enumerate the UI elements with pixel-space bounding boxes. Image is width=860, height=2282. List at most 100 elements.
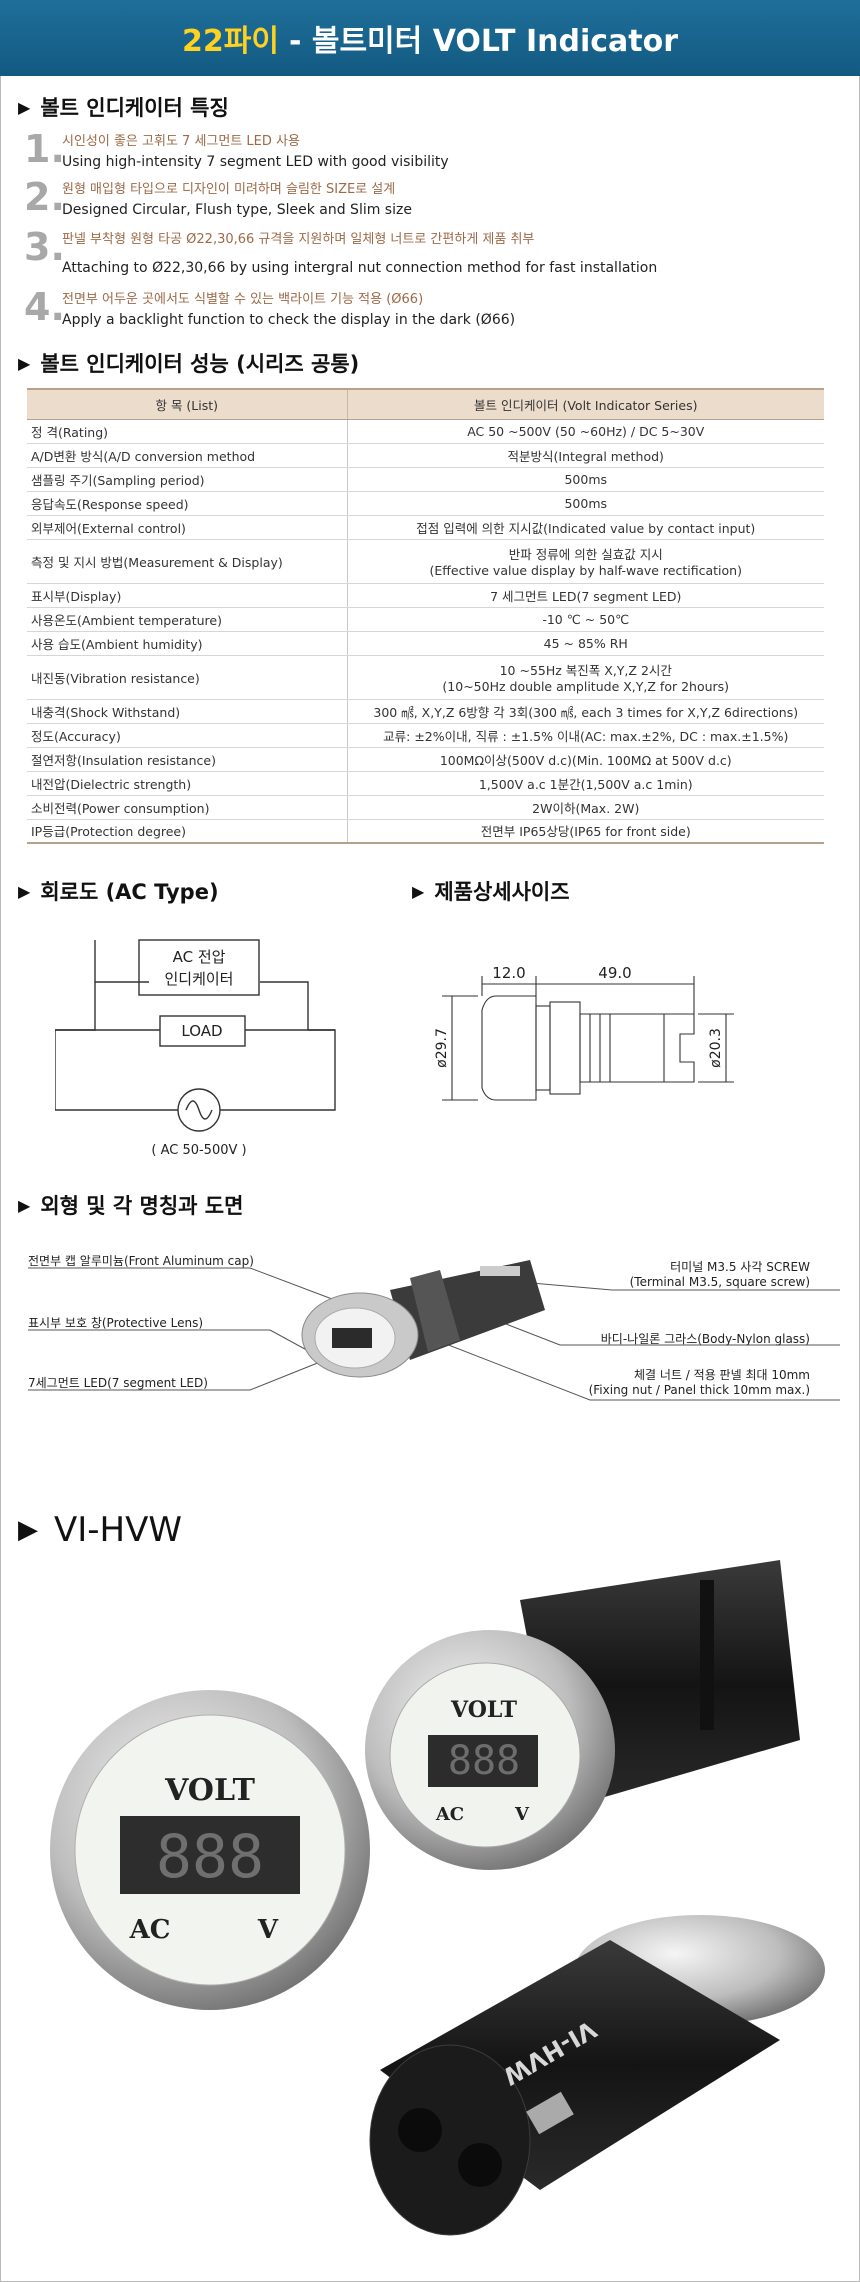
dim-body-label: 49.0 — [598, 964, 631, 982]
table-row: 정 격(Rating)AC 50 ~500V (50 ~60Hz) / DC 5… — [27, 419, 824, 444]
row-key: 절연저항(Insulation resistance) — [27, 747, 348, 772]
led-window — [332, 1328, 372, 1348]
feature-ko: 판넬 부착형 원형 타공 Ø22,30,66 규격을 지원하며 일체형 너트로 … — [62, 232, 535, 247]
part-label-terminal: 터미널 M3.5 사각 SCREW (Terminal M3.5, square… — [630, 1258, 810, 1289]
leader-line — [249, 1267, 341, 1303]
body — [579, 1013, 665, 1083]
dim-body-dia-label: ø20.3 — [708, 1028, 724, 1068]
part-label-led: 7세그먼트 LED(7 segment LED) — [28, 1376, 208, 1390]
row-key: 외부제어(External control) — [27, 515, 348, 540]
dim-cap-dia-label: ø29.7 — [434, 1028, 450, 1068]
indicator-label-1: AC 전압 — [173, 948, 226, 966]
page-banner: 22파이 - 볼트미터 VOLT Indicator — [0, 0, 860, 76]
row-value: 7 세그먼트 LED(7 segment LED) — [347, 583, 824, 608]
indicator-label-2: 인디케이터 — [164, 970, 233, 988]
row-key: 측정 및 지시 방법(Measurement & Display) — [27, 539, 348, 584]
row-key: 표시부(Display) — [27, 583, 348, 608]
row-value: 500ms — [347, 467, 824, 492]
row-value: 500ms — [347, 491, 824, 516]
circuit-wire — [220, 1029, 336, 1111]
row-key: 사용온도(Ambient temperature) — [27, 607, 348, 632]
terminal-end — [664, 1013, 695, 1083]
thread-lines — [589, 1014, 611, 1082]
sine-icon — [185, 1100, 213, 1120]
row-key: 내전압(Dielectric strength) — [27, 771, 348, 796]
model-name: VI-HVW — [54, 1510, 182, 1550]
dim-front-label: 12.0 — [492, 964, 525, 982]
feature-en: Attaching to Ø22,30,66 by using intergra… — [62, 260, 658, 276]
feature-item-1: 1. 시인성이 좋은 고휘도 7 세그먼트 LED 사용 Using high-… — [24, 130, 844, 180]
parts-title: 외형 및 각 명칭과 도면 — [40, 1194, 244, 1218]
table-header-row: 항 목 (List) 볼트 인디케이터 (Volt Indicator Seri… — [27, 388, 824, 420]
table-row: 사용온도(Ambient temperature)-10 ℃ ~ 50℃ — [27, 607, 824, 632]
product-photos: VOLT 888 AC V VOLT 888 AC V VI-HVW — [50, 1560, 825, 2236]
feature-number: 4. — [24, 285, 65, 329]
table-row: 사용 습도(Ambient humidity)45 ~ 85% RH — [27, 631, 824, 656]
table-row: 절연저항(Insulation resistance)100MΩ이상(500V … — [27, 747, 824, 772]
row-value: 45 ~ 85% RH — [347, 631, 824, 656]
triangle-icon: ▶ — [18, 353, 31, 373]
load-label: LOAD — [181, 1022, 222, 1040]
parts-heading: ▶ 외형 및 각 명칭과 도면 — [18, 1190, 243, 1220]
nut-shape — [410, 1270, 460, 1352]
source-label: ( AC 50-500V ) — [151, 1143, 246, 1158]
row-value: 10 ~55Hz 복진폭 X,Y,Z 2시간(10~50Hz double am… — [347, 655, 824, 700]
feature-en: Designed Circular, Flush type, Sleek and… — [62, 202, 412, 218]
table-row: 내충격(Shock Withstand)300 ㎨, X,Y,Z 6방향 각 3… — [27, 699, 824, 724]
feature-number: 2. — [24, 175, 65, 219]
rear-hole-2 — [458, 2143, 502, 2187]
angle-digits: 888 — [448, 1738, 520, 1784]
front-face-ac: AC — [129, 1915, 171, 1945]
part-label-front-cap: 전면부 캡 알루미늄(Front Aluminum cap) — [28, 1254, 254, 1268]
row-value: 1,500V a.c 1분간(1,500V a.c 1min) — [347, 771, 824, 796]
row-key: 사용 습도(Ambient humidity) — [27, 631, 348, 656]
angle-led-window — [428, 1735, 538, 1787]
cap-ring — [535, 1005, 551, 1091]
circuit-wire — [94, 940, 149, 983]
part-label-line: (Fixing nut / Panel thick 10mm max.) — [588, 1383, 810, 1397]
feature-en: Using high-intensity 7 segment LED with … — [62, 154, 449, 170]
feature-ko: 원형 매입형 타입으로 디자인이 미려하며 슬림한 SIZE로 설계 — [62, 182, 396, 197]
feature-item-4: 4. 전면부 어두운 곳에서도 식별할 수 있는 백라이트 기능 적용 (Ø66… — [24, 288, 844, 338]
row-value: 전면부 IP65상당(IP65 for front side) — [347, 819, 824, 844]
front-face-v: V — [257, 1915, 279, 1945]
table-header-list: 항 목 (List) — [27, 388, 348, 420]
product-photo-rear: VI-HVW — [369, 1915, 825, 2236]
triangle-icon: ▶ — [18, 1195, 31, 1215]
table-row: 측정 및 지시 방법(Measurement & Display) 반파 정류에 … — [27, 539, 824, 584]
table-row: 샘플링 주기(Sampling period)500ms — [27, 467, 824, 492]
table-row: 소비전력(Power consumption)2W이하(Max. 2W) — [27, 795, 824, 820]
circuit-title: 회로도 (AC Type) — [40, 880, 219, 904]
nut — [549, 1001, 581, 1095]
circuit-heading: ▶ 회로도 (AC Type) — [18, 876, 219, 906]
circuit-wire — [55, 982, 178, 1111]
circuit-diagram: AC 전압 인디케이터 LOAD ( AC 50-500V ) — [55, 939, 336, 1158]
product-sketch — [301, 1260, 545, 1378]
parts-illustration — [28, 1260, 840, 1401]
rear-end — [369, 2044, 531, 2236]
row-value: 접점 입력에 의한 지시값(Indicated value by contact… — [347, 515, 824, 540]
product-photo-front: VOLT 888 AC V — [50, 1690, 370, 2010]
feature-ko: 전면부 어두운 곳에서도 식별할 수 있는 백라이트 기능 적용 (Ø66) — [62, 292, 424, 307]
table-row: 표시부(Display)7 세그먼트 LED(7 segment LED) — [27, 583, 824, 608]
table-row: 외부제어(External control)접점 입력에 의한 지시값(Indi… — [27, 515, 824, 540]
features-heading: ▶ 볼트 인디케이터 특징 — [18, 92, 229, 122]
table-row: 내전압(Dielectric strength)1,500V a.c 1분간(1… — [27, 771, 824, 796]
row-value-line1: 반파 정류에 의한 실효값 지시 — [508, 547, 663, 562]
feature-number: 1. — [24, 127, 65, 171]
rear-hole-1 — [398, 2108, 442, 2152]
banner-title: - 볼트미터 VOLT Indicator — [288, 24, 678, 59]
row-value: 300 ㎨, X,Y,Z 6방향 각 3회(300 ㎨, each 3 time… — [347, 699, 824, 724]
row-value: 2W이하(Max. 2W) — [347, 795, 824, 820]
table-header-series: 볼트 인디케이터 (Volt Indicator Series) — [347, 388, 824, 420]
row-key: 응답속도(Response speed) — [27, 491, 348, 516]
triangle-icon: ▶ — [18, 881, 31, 901]
dimension-heading: ▶ 제품상세사이즈 — [412, 876, 570, 906]
row-value: 교류: ±2%이내, 직류 : ±1.5% 이내(AC: max.±2%, DC… — [347, 723, 824, 748]
row-key: 정도(Accuracy) — [27, 723, 348, 748]
part-label-lens: 표시부 보호 창(Protective Lens) — [28, 1316, 204, 1330]
table-row: IP등급(Protection degree)전면부 IP65상당(IP65 f… — [27, 819, 824, 844]
row-value: -10 ℃ ~ 50℃ — [347, 607, 824, 632]
row-key: 소비전력(Power consumption) — [27, 795, 348, 820]
